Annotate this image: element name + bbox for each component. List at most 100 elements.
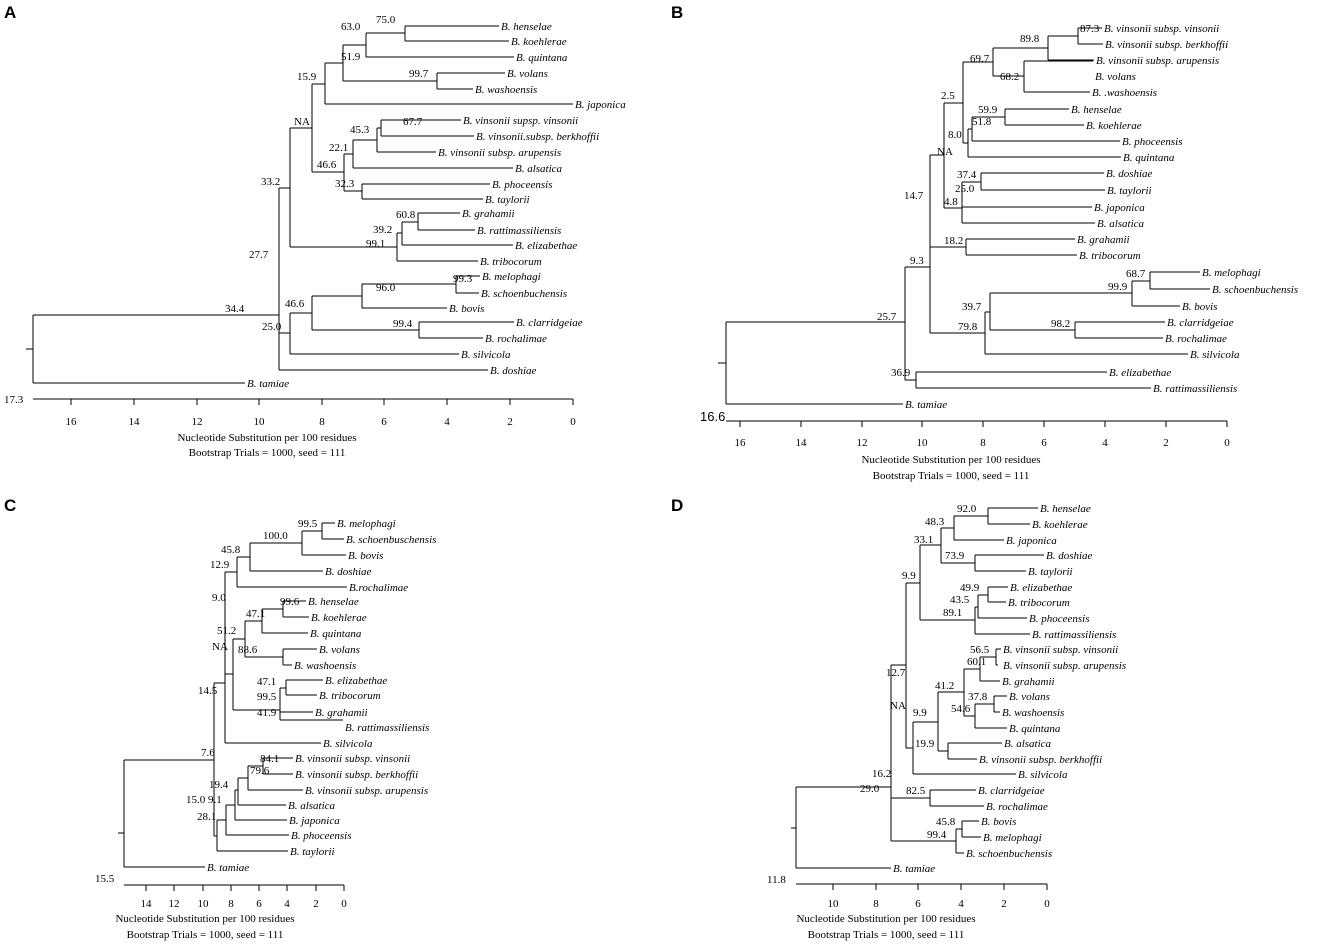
axis-tick-label: 6: [915, 898, 921, 910]
taxon-label: B. taylorii: [1107, 185, 1152, 197]
axis-subtitle: Bootstrap Trials = 1000, seed = 111: [189, 447, 346, 459]
axis-tick-label: 6: [381, 416, 387, 428]
axis-tick-label: 8: [319, 416, 325, 428]
taxon-label: B. grahamii: [1002, 676, 1055, 688]
distance-axis: 16.6 16 14 12 10 8 6 4 2 0 Nucleotide Su…: [700, 409, 1230, 482]
bootstrap-values: 87.3 89.8 69.7 68.2 2.5 59.9 51.8 8.0 NA…: [877, 23, 1146, 379]
taxon-label: B. tamiae: [207, 862, 249, 874]
bootstrap-value: NA: [212, 641, 228, 653]
axis-tick-label: 0: [341, 898, 347, 910]
taxon-label: B. grahamii: [315, 707, 368, 719]
taxon-label: B. quintana: [516, 52, 568, 64]
taxon-label: B. volans: [1009, 691, 1050, 703]
taxon-label: B. rochalimae: [1165, 333, 1227, 345]
taxon-label: B. vinsonii subsp. berkhoffii: [979, 754, 1102, 766]
taxon-label: B. henselae: [501, 21, 552, 33]
panel-a: A B. henselae B. koehlerae B. quintana B…: [4, 3, 626, 459]
bootstrap-value: 56.5: [970, 644, 990, 656]
axis-tick-label: 2: [1163, 437, 1169, 449]
bootstrap-value: 47.1: [257, 676, 276, 688]
tree-branches: [118, 522, 347, 868]
taxon-label: B. koehlerae: [511, 36, 567, 48]
axis-tick-label: 0: [1044, 898, 1050, 910]
bootstrap-value: 25.7: [877, 311, 897, 323]
taxon-label: B. vinsonii subsp. arupensis: [438, 147, 561, 159]
bootstrap-value: 99.5: [298, 518, 318, 530]
taxon-label: B. japonica: [575, 99, 626, 111]
taxon-label: B. silvicola: [1190, 349, 1240, 361]
taxon-label: B. schoenbuchensis: [1212, 284, 1298, 296]
taxon-label: B. phoceensis: [492, 179, 552, 191]
axis-tick-label: 2: [1001, 898, 1007, 910]
bootstrap-value: 7.6: [201, 747, 215, 759]
taxon-label: B. japonica: [1006, 535, 1057, 547]
bootstrap-value: 14.7: [904, 190, 924, 202]
bootstrap-value: 99.7: [409, 68, 429, 80]
axis-tick-label: 4: [958, 898, 964, 910]
bootstrap-value: 18.2: [944, 235, 963, 247]
axis-scale-label: 11.8: [767, 874, 786, 886]
bootstrap-value: 33.1: [914, 534, 933, 546]
bootstrap-value: 29.0: [860, 783, 880, 795]
axis-tick-label: 14: [796, 437, 808, 449]
taxon-label: B. washoensis: [475, 84, 537, 96]
taxon-label: B. clarridgeiae: [1167, 317, 1234, 329]
axis-title: Nucleotide Substitution per 100 residues: [115, 913, 294, 925]
taxon-label: B. tamiae: [247, 378, 289, 390]
axis-tick-label: 10: [917, 437, 929, 449]
taxon-labels: B. melophagi B. schoenbuschensis B. bovi…: [207, 518, 436, 874]
bootstrap-value: 9.9: [902, 570, 916, 582]
panel-letter: C: [4, 496, 16, 515]
taxon-label: B. quintana: [1009, 723, 1061, 735]
axis-subtitle: Bootstrap Trials = 1000, seed = 111: [873, 470, 1030, 482]
axis-tick-label: 12: [169, 898, 180, 910]
taxon-label: B. japonica: [289, 815, 340, 827]
taxon-label: B. koehlerae: [1032, 519, 1088, 531]
bootstrap-value: 79.6: [250, 765, 270, 777]
taxon-label: B. japonica: [1094, 202, 1145, 214]
taxon-labels: B. henselae B. koehlerae B. japonica B. …: [893, 503, 1126, 875]
axis-tick-label: 2: [313, 898, 319, 910]
bootstrap-value: 59.9: [978, 104, 998, 116]
bootstrap-value: 79.8: [958, 321, 978, 333]
taxon-label: B. alsatica: [515, 163, 563, 175]
bootstrap-value: 39.7: [962, 301, 982, 313]
bootstrap-value: 99.4: [393, 318, 413, 330]
taxon-label: B. tamiae: [893, 863, 935, 875]
bootstrap-value: 87.3: [1080, 23, 1100, 35]
taxon-label: B. melophagi: [337, 518, 396, 530]
axis-tick-label: 6: [256, 898, 262, 910]
bootstrap-value: NA: [937, 146, 953, 158]
taxon-label: B. silvicola: [323, 738, 373, 750]
taxon-label: B. quintana: [310, 628, 362, 640]
taxon-label: B. clarridgeiae: [516, 317, 583, 329]
taxon-label: B. clarridgeiae: [978, 785, 1045, 797]
bootstrap-value: 89.8: [1020, 33, 1040, 45]
bootstrap-value: 34.4: [225, 303, 245, 315]
axis-tick-label: 14: [129, 416, 141, 428]
bootstrap-value: 14.5: [198, 685, 218, 697]
panel-letter: B: [671, 3, 683, 22]
bootstrap-value: 39.2: [373, 224, 392, 236]
taxon-label: B. melophagi: [983, 832, 1042, 844]
axis-tick-label: 10: [198, 898, 210, 910]
bootstrap-value: 45.8: [936, 816, 956, 828]
taxon-label: B. taylorii: [290, 846, 335, 858]
bootstrap-value: 99.9: [1108, 281, 1128, 293]
bootstrap-value: 4.8: [944, 196, 958, 208]
taxon-label: B. tribocorum: [480, 256, 542, 268]
tree-branches: [791, 507, 1044, 869]
axis-tick-label: 10: [828, 898, 840, 910]
bootstrap-value: 99.1: [366, 238, 385, 250]
axis-tick-label: 16: [735, 437, 747, 449]
taxon-label: B. henselae: [308, 596, 359, 608]
taxon-label: B. rattimassiliensis: [1153, 383, 1237, 395]
bootstrap-value: 16.2: [872, 768, 891, 780]
bootstrap-value: NA: [890, 700, 906, 712]
taxon-label: B. henselae: [1040, 503, 1091, 515]
axis-tick-label: 0: [570, 416, 576, 428]
taxon-label: B. vinsonii.subsp. berkhoffii: [476, 131, 599, 143]
bootstrap-value: 47.1: [246, 608, 265, 620]
taxon-label: B. rattimassiliensis: [1032, 629, 1116, 641]
bootstrap-value: 73.9: [945, 550, 965, 562]
